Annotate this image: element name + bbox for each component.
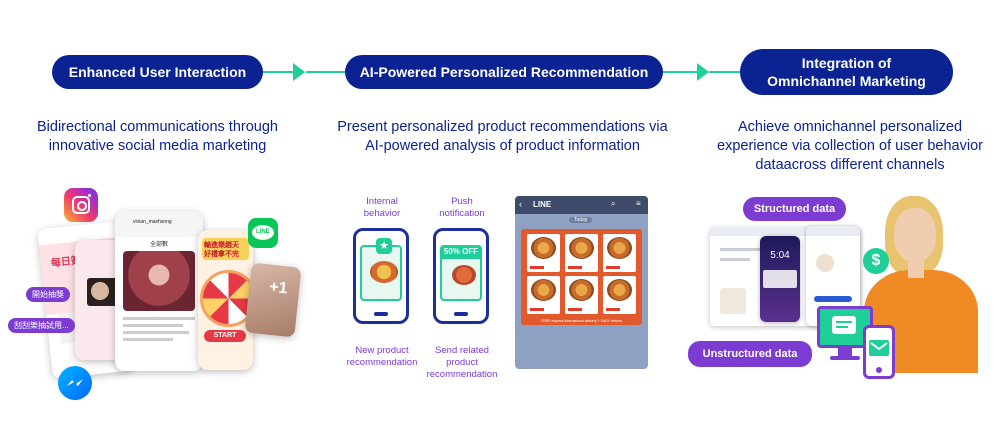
plus-one-label: +1 [268, 278, 289, 298]
description-line: experience via collection of user behavi… [717, 138, 983, 154]
screen: ★ [360, 238, 402, 301]
description-1: Bidirectional communications through inn… [20, 118, 295, 156]
phone-lock-screen: 5:04 [760, 236, 800, 322]
star-badge-icon: ★ [376, 238, 392, 254]
caption-related-product: Send related product recommendation [420, 345, 504, 381]
home-button [374, 312, 388, 316]
dollar-icon: $ [863, 248, 889, 274]
description-line: dataacross different channels [755, 157, 945, 173]
step-label: Enhanced User Interaction [68, 64, 247, 80]
step-label-line: Integration of [801, 55, 892, 71]
connector-line-3 [662, 71, 698, 73]
pizza-item[interactable] [527, 276, 560, 314]
pizza-item[interactable] [565, 276, 598, 314]
phone-push-notification: 50% OFF [433, 228, 489, 324]
step-omnichannel: Integration of Omnichannel Marketing [740, 49, 953, 95]
food-icon [452, 265, 476, 285]
caption-line: recommendation [426, 369, 498, 380]
phone-mail-icon [863, 325, 895, 379]
ig-username: vivian_mashsong [133, 219, 172, 225]
menu-icon[interactable]: ≡ [636, 199, 641, 208]
description-line: Present personalized product recommendat… [337, 119, 668, 135]
line-header [515, 196, 648, 214]
description-line: Achieve omnichannel personalized [737, 119, 963, 135]
pizza-item[interactable] [603, 276, 636, 314]
description-3: Achieve omnichannel personalized experie… [705, 118, 995, 175]
lock-time: 5:04 [770, 250, 790, 261]
instagram-icon [64, 188, 98, 222]
pizza-item[interactable] [527, 234, 560, 272]
caption-line: recommendation [346, 357, 418, 368]
discount-badge: 50% OFF [440, 245, 482, 259]
connector-line-4 [709, 71, 741, 73]
promo-banner: FREE express international delivery + EA… [541, 319, 622, 323]
search-icon[interactable]: ⌕ [611, 199, 616, 208]
description-line: AI-powered analysis of product informati… [365, 138, 640, 154]
step-ai-recommendation: AI-Powered Personalized Recommendation [345, 55, 663, 89]
woman-photo [850, 188, 1000, 373]
description-2: Present personalized product recommendat… [325, 118, 680, 156]
step-enhanced-user-interaction: Enhanced User Interaction [52, 55, 263, 89]
line-chat-window: ‹ LINE ⌕ ≡ Today FREE express internatio… [515, 196, 648, 369]
monitor-stand [838, 348, 852, 356]
prize-wheel [200, 270, 253, 327]
description-line: Bidirectional communications through [37, 119, 278, 135]
caption-line: behavior [363, 208, 401, 219]
wheel-banner-line: 好禮拿不完 [204, 251, 239, 258]
pizza-icon [370, 261, 398, 283]
connector-line-1 [262, 71, 294, 73]
caption-push: Push notification [430, 196, 494, 220]
description-line: innovative social media marketing [48, 138, 267, 154]
pizza-item[interactable] [565, 234, 598, 272]
chip-draw: 開始抽獎 [26, 287, 70, 302]
wheel-start-button[interactable]: START [204, 330, 246, 342]
line-icon: LINE [248, 218, 278, 248]
phone-lucky-wheel: 輸進樂趙天 好禮拿不完 START [198, 230, 253, 370]
caption-line: New product [355, 345, 409, 356]
phone-ig-post: vivian_mashsong 全部數 [115, 211, 203, 371]
promo-card: FREE express international delivery + EA… [521, 229, 642, 325]
chip-scratch: 刮刮樂抽試用... [8, 318, 75, 333]
step-label-line: Omnichannel Marketing [767, 73, 926, 89]
caption-line: notification [439, 208, 485, 219]
unstructured-data-label: Unstructured data [688, 341, 812, 367]
line-app-name: LINE [533, 200, 552, 209]
phone-internal-behavior: ★ [353, 228, 409, 324]
structured-data-label: Structured data [743, 197, 846, 221]
caption-line: product [446, 357, 478, 368]
wheel-banner-line: 輸進樂趙天 [204, 242, 239, 249]
caption-line: Internal [366, 196, 398, 207]
monitor-base [830, 356, 860, 360]
pizza-item[interactable] [603, 234, 636, 272]
connector-line-2 [306, 71, 346, 73]
arrow-right-icon [293, 63, 305, 81]
post-header: 全部數 [149, 242, 168, 248]
screen: 50% OFF [440, 245, 482, 301]
step-label: AI-Powered Personalized Recommendation [359, 64, 649, 80]
home-button [454, 312, 468, 316]
caption-line: Send related [435, 345, 489, 356]
arrow-right-icon [697, 63, 709, 81]
caption-line: Push [451, 196, 473, 207]
caption-new-product: New product recommendation [340, 345, 424, 369]
caption-internal: Internal behavior [350, 196, 414, 220]
card-plus-one: +1 [244, 262, 302, 338]
back-icon[interactable]: ‹ [519, 199, 522, 209]
messenger-icon [58, 366, 92, 400]
line-today: Today [569, 217, 593, 223]
